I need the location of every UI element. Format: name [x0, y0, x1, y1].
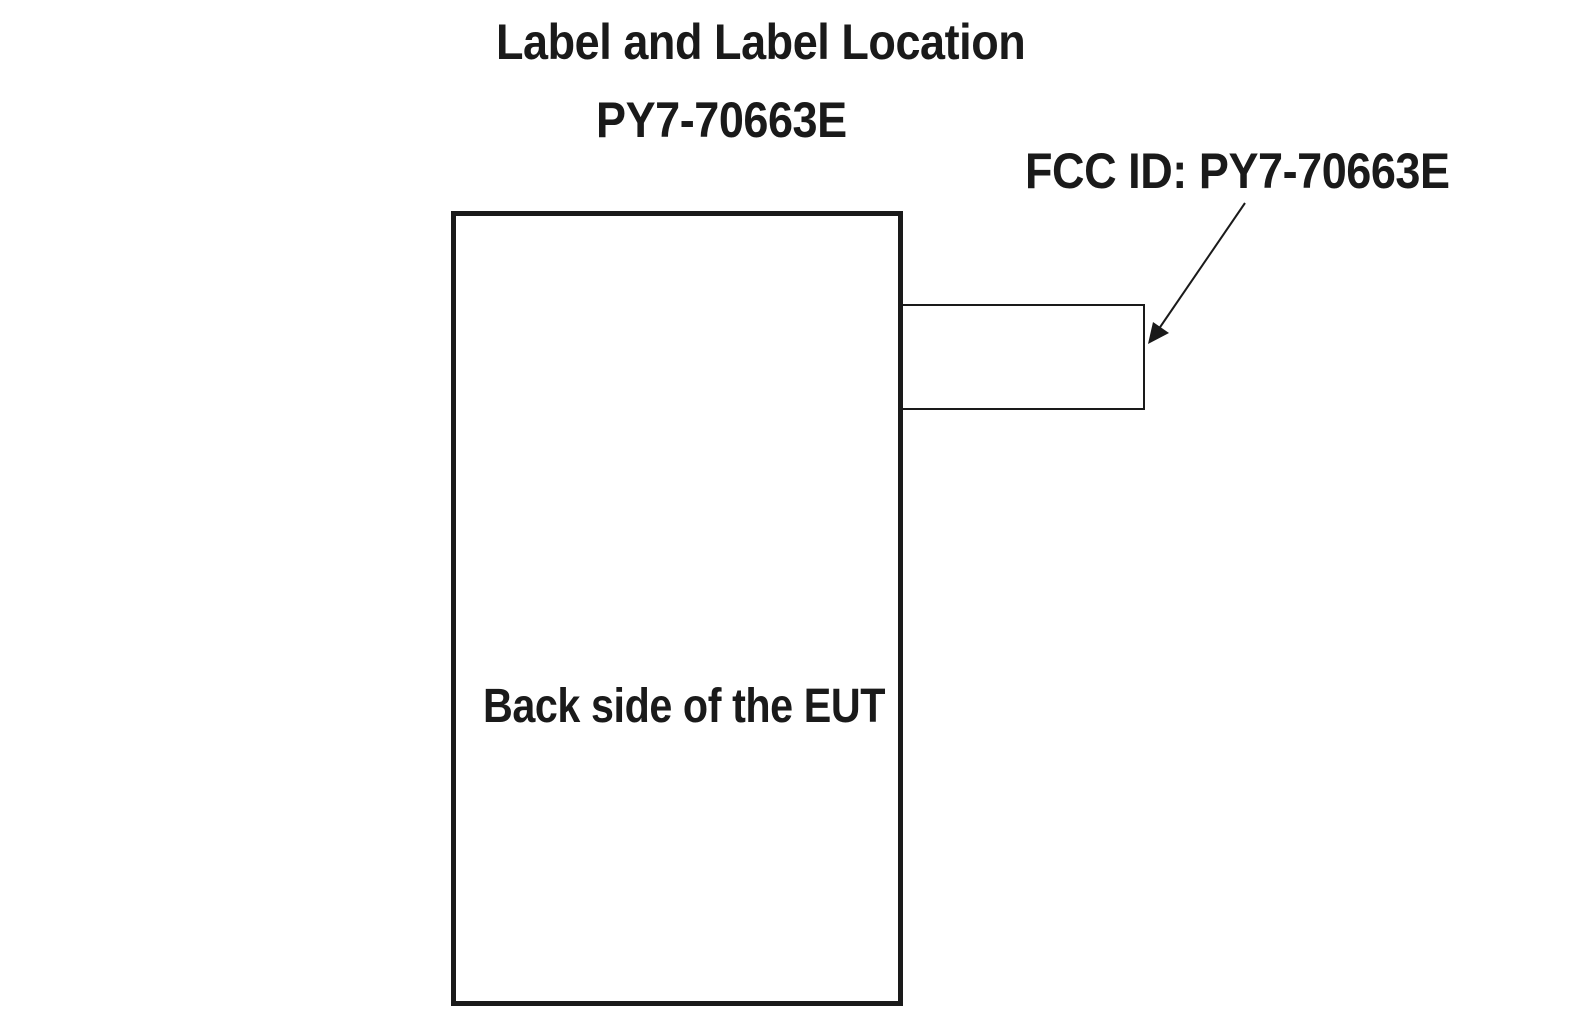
eut-back-side-label: Back side of the EUT: [483, 680, 886, 733]
callout-arrow-line: [1153, 202, 1246, 337]
diagram-title: Label and Label Location: [496, 14, 1026, 70]
fcc-id-callout: FCC ID: PY7-70663E: [1025, 143, 1450, 199]
diagram-subtitle: PY7-70663E: [596, 92, 847, 148]
eut-back-side-outline: [451, 211, 903, 1006]
label-location-tab: [898, 304, 1145, 410]
callout-arrow-head: [1148, 322, 1169, 344]
